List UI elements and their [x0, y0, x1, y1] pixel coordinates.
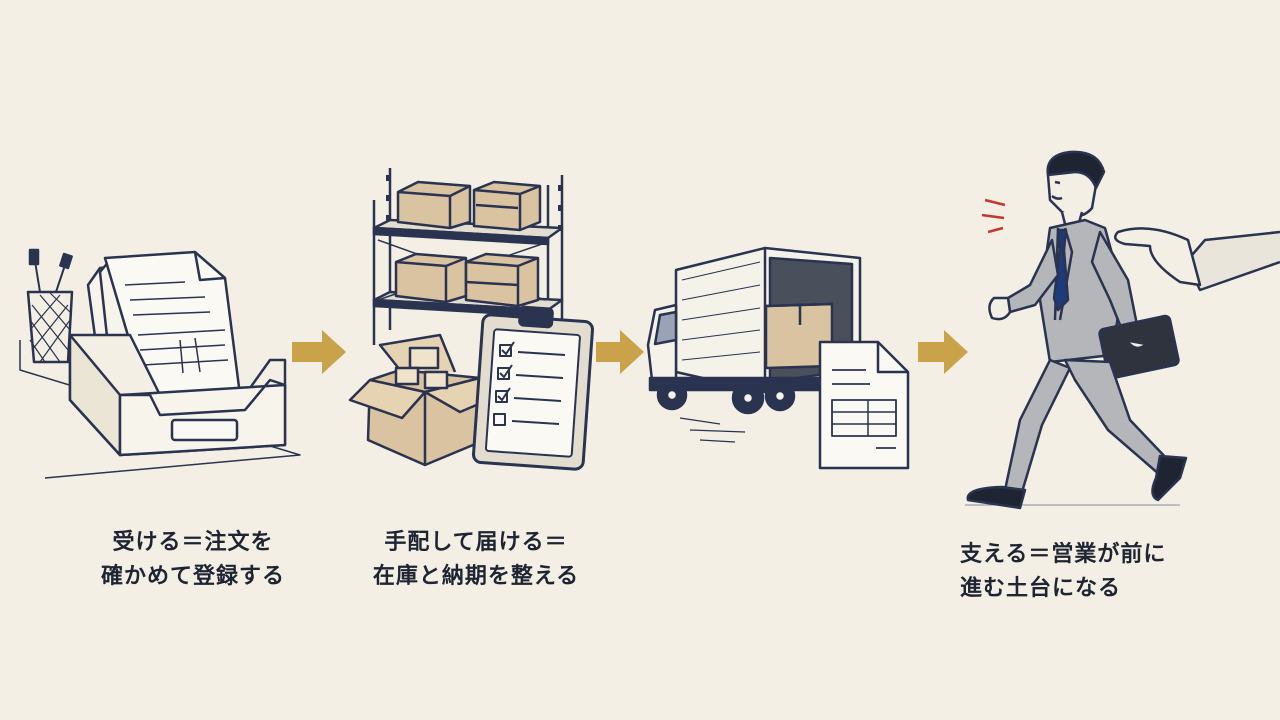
arrow-icon: [596, 330, 644, 374]
clipboard-checklist-icon: [472, 305, 594, 471]
open-box-icon: [348, 333, 502, 467]
step-caption-line: 支える＝営業が前に: [960, 542, 1167, 567]
order-tray-icon: [19, 248, 301, 479]
step-caption-line: 進む土台になる: [960, 576, 1122, 601]
step-caption-line: 在庫と納期を整える: [372, 564, 580, 589]
step-caption-support: 支える＝営業が前に 進む土台になる: [960, 538, 1220, 606]
arrow-icon: [918, 330, 968, 374]
pen-cup-icon: [26, 248, 74, 364]
warehouse-shelf-icon: [372, 168, 564, 345]
arrow-icon: [292, 330, 346, 374]
step-caption-line: 手配して届ける＝: [384, 530, 568, 555]
step-caption-line: 受ける＝注文を: [112, 530, 274, 555]
salesperson-icon: [965, 150, 1280, 510]
step-caption-line: 確かめて登録する: [100, 564, 285, 589]
document-icon: [818, 340, 910, 470]
step-caption-arrange: 手配して届ける＝ 在庫と納期を整える: [356, 526, 596, 594]
step-caption-receive: 受ける＝注文を 確かめて登録する: [58, 526, 328, 594]
